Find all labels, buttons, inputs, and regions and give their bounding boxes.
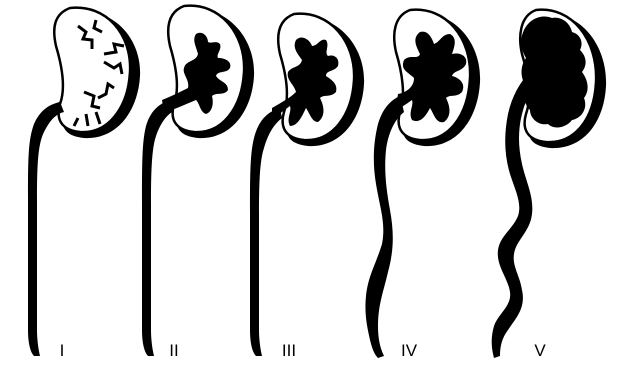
kidney-grade-iv: [394, 10, 480, 146]
kidney-grade-ii: [162, 6, 254, 138]
ureter-grade-iii: [250, 108, 282, 356]
grade-ii-panel: II: [142, 6, 254, 360]
grade-label-i: I: [60, 341, 65, 360]
grade-v-panel: V: [492, 10, 606, 360]
kidney-grade-iii: [272, 14, 364, 146]
ureter-grade-ii: [142, 100, 172, 356]
ureter-grade-i: [28, 102, 64, 356]
ureter-grade-iv: [365, 96, 404, 358]
grade-i-panel: I: [28, 8, 140, 360]
grade-label-ii: II: [169, 341, 178, 360]
grade-iv-panel: IV: [365, 10, 480, 360]
grade-iii-panel: III: [250, 14, 364, 360]
grade-label-v: V: [534, 341, 546, 360]
grade-label-iv: IV: [401, 341, 418, 360]
kidney-grade-i: [54, 8, 140, 138]
grade-label-iii: III: [282, 341, 296, 360]
